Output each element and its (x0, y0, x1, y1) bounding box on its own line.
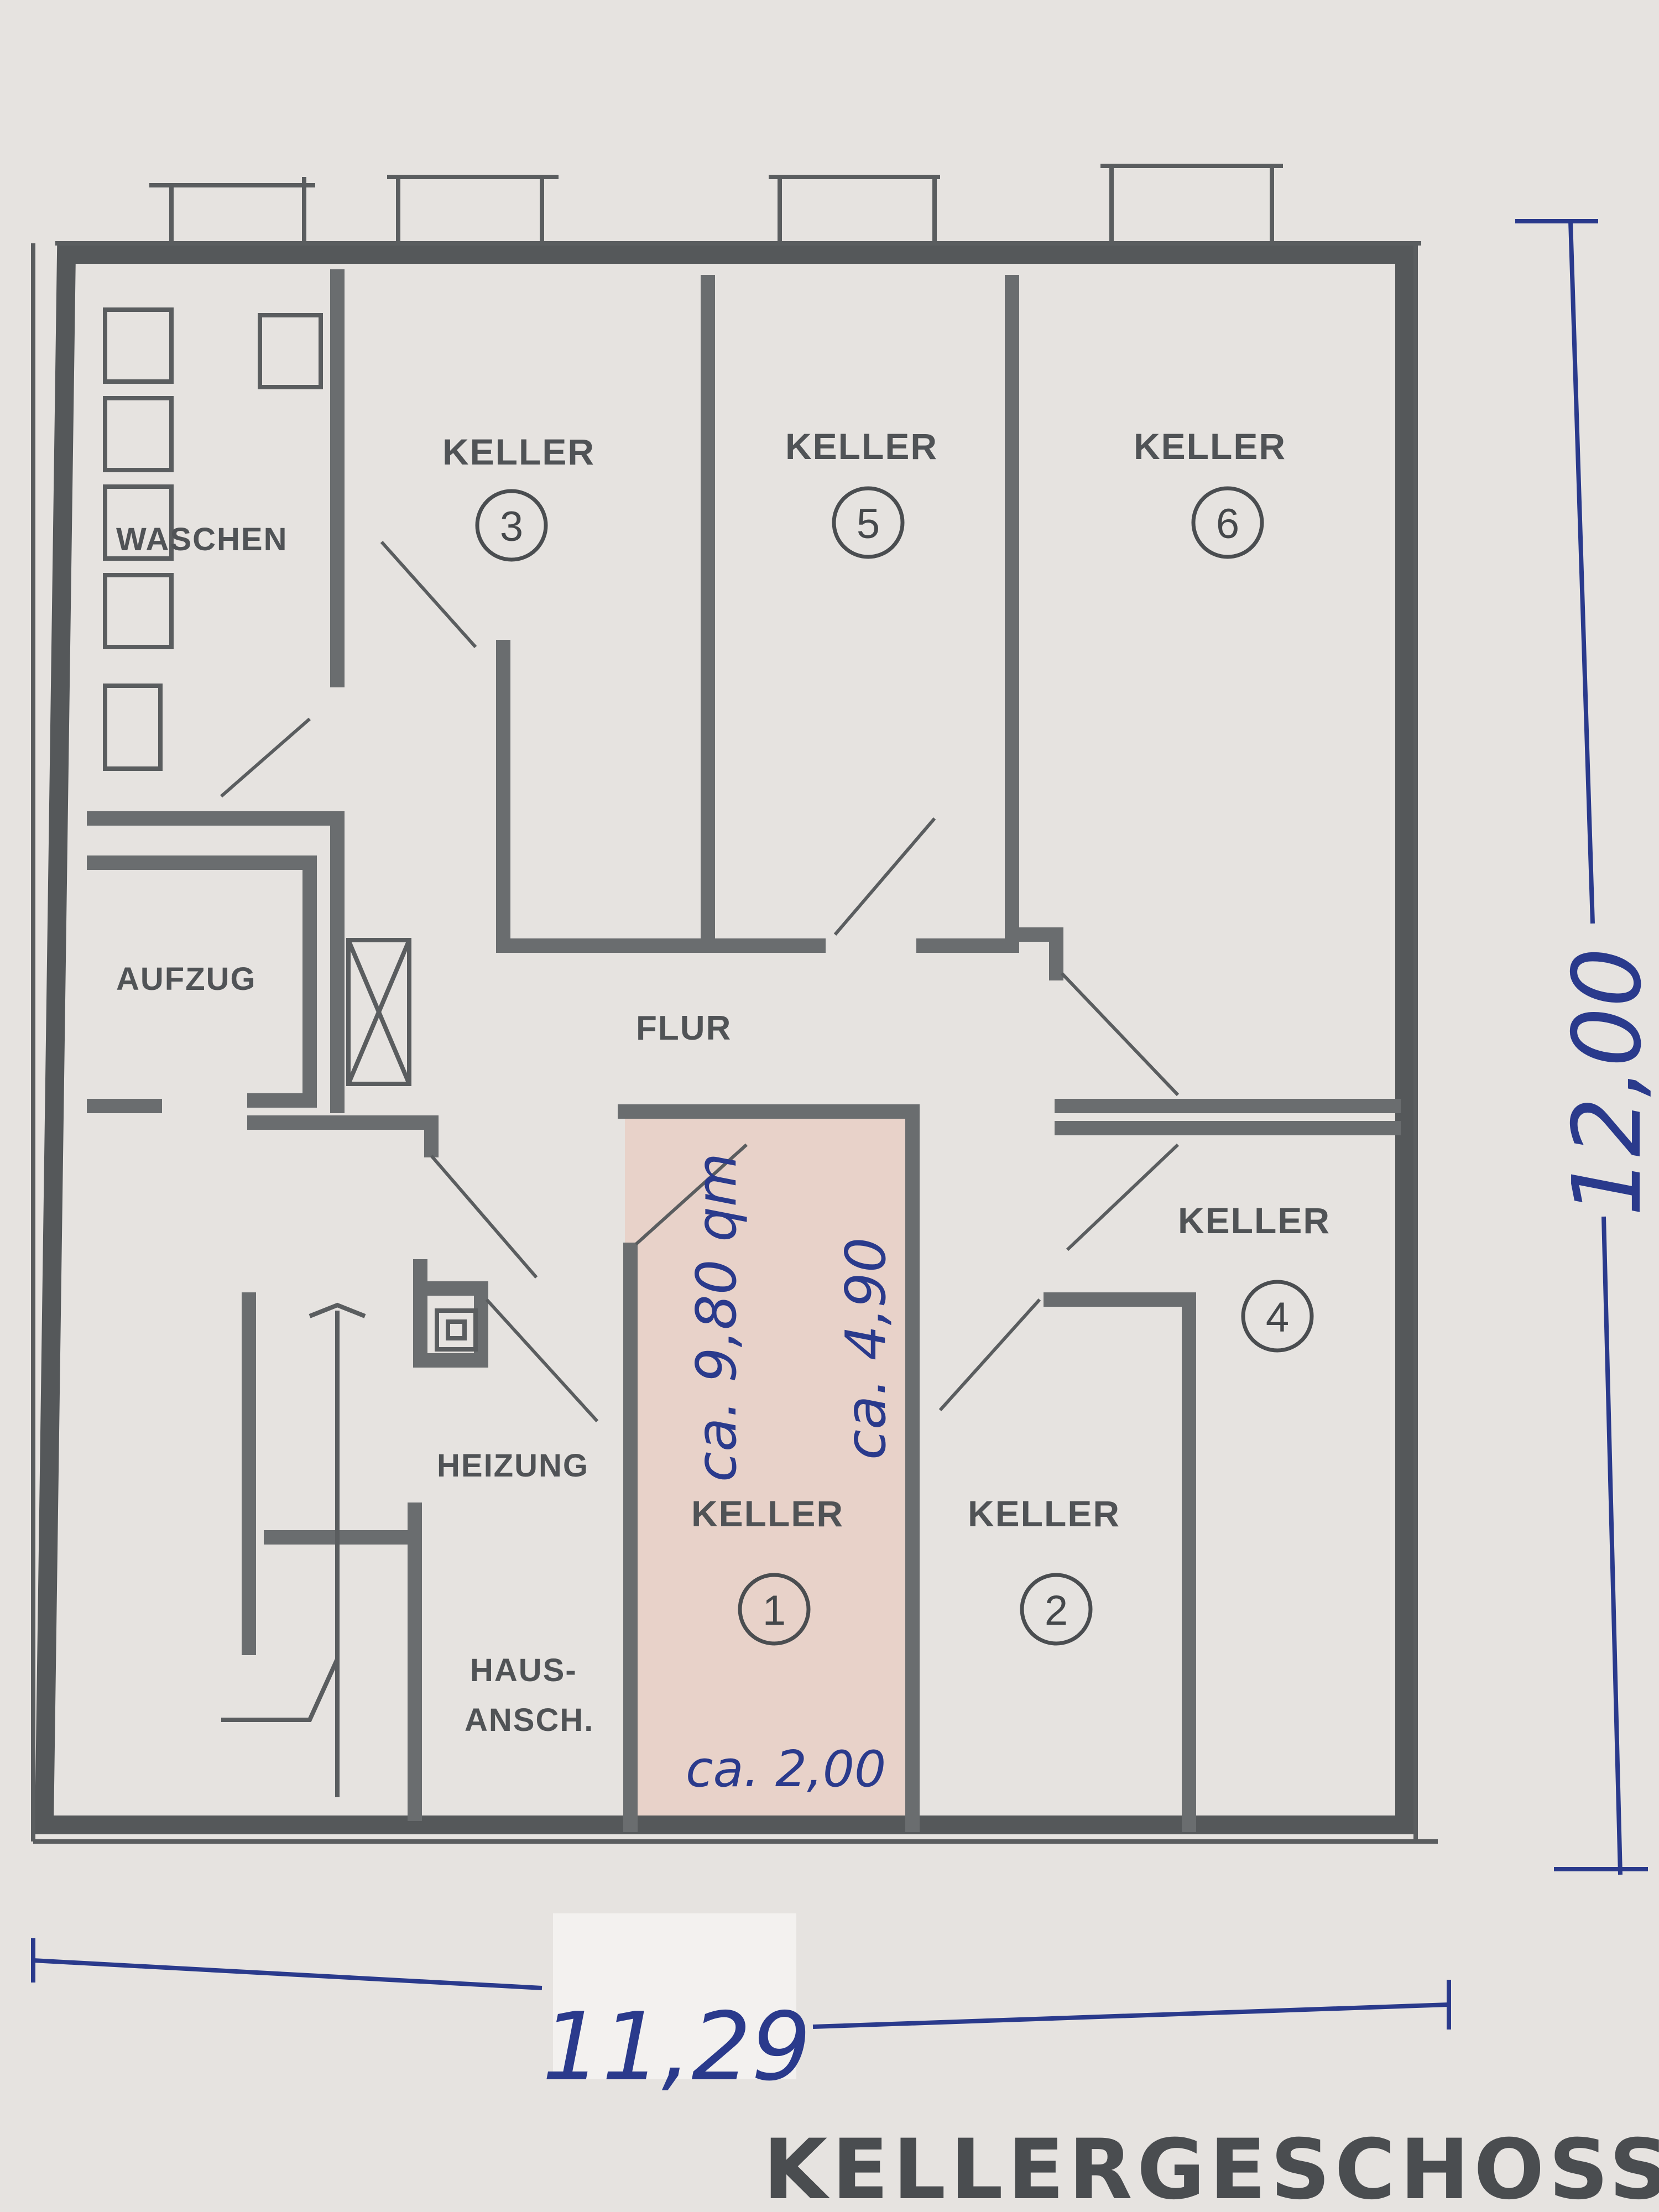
keller-3-circle (475, 489, 548, 562)
handwritten-width: ca. 2,00 (686, 1740, 886, 1798)
keller-3-number: 3 (500, 503, 523, 550)
keller-2-circle (1020, 1573, 1093, 1646)
keller-numbers: 3 5 6 4 1 2 (475, 486, 1314, 1646)
keller-6-circle (1191, 486, 1264, 559)
keller-5-label: KELLER (785, 426, 938, 467)
keller-4-number: 4 (1266, 1294, 1289, 1341)
elevator-shaft (346, 938, 411, 1086)
keller-5-number: 5 (857, 500, 880, 547)
door-swings (220, 540, 1180, 1423)
flur-label: FLUR (636, 1009, 732, 1047)
interior-walls (87, 269, 1401, 1832)
keller-2-number: 2 (1045, 1587, 1068, 1634)
keller-4-circle (1241, 1280, 1314, 1353)
width-dimension-paper (553, 1913, 796, 2079)
heater-symbol (221, 1302, 478, 1797)
dimension-lines (31, 219, 1648, 2030)
handwritten-length: ca. 4,90 (833, 1238, 898, 1460)
keller-1-highlight (625, 1106, 912, 1830)
heizung-label: HEIZUNG (437, 1448, 589, 1484)
keller-1-circle (738, 1573, 811, 1646)
keller-3-label: KELLER (442, 431, 595, 472)
hausansch-label-line1: HAUS- (470, 1652, 577, 1688)
plan-title: KELLERGESCHOSS (763, 2122, 1659, 2212)
waschen-label: WASCHEN (116, 521, 288, 557)
keller-2-label: KELLER (968, 1493, 1120, 1534)
handwritten-area: ca. 9,80 qm (684, 1153, 749, 1482)
keller-6-label: KELLER (1134, 426, 1286, 467)
aufzug-label: AUFZUG (116, 961, 257, 997)
waschen-fixtures (103, 307, 323, 771)
keller-5-circle (832, 486, 905, 559)
keller-1-label: KELLER (691, 1493, 844, 1534)
outer-walls (31, 241, 1438, 1844)
keller-6-number: 6 (1216, 500, 1239, 547)
hausansch-label-line2: ANSCH. (465, 1702, 594, 1738)
keller-1-number: 1 (763, 1587, 786, 1634)
total-width-dimension: 11,29 (542, 1992, 811, 2102)
keller-4-label: KELLER (1178, 1200, 1331, 1241)
total-height-dimension: 12,00 (1553, 947, 1659, 1217)
